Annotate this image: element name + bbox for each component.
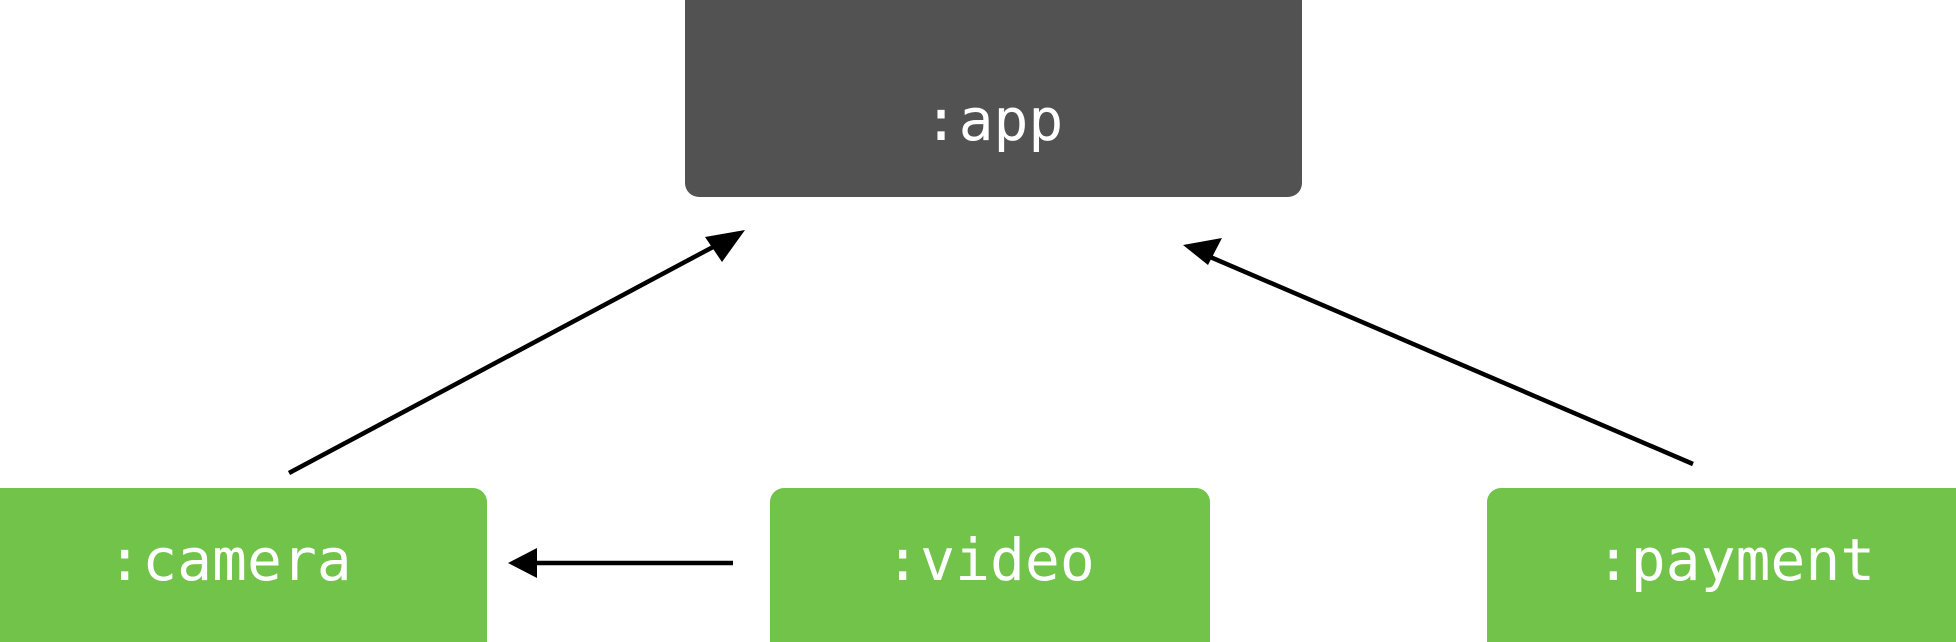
module-node-app-label: :app: [923, 86, 1064, 154]
module-node-payment[interactable]: :payment: [1487, 488, 1956, 642]
edge-video-to-camera-arrowhead: [508, 548, 537, 578]
edge-camera-to-app-line: [287, 237, 730, 475]
module-node-camera[interactable]: :camera: [0, 488, 487, 642]
edge-payment-to-app-line: [1200, 250, 1694, 467]
edge-video-to-camera: [508, 548, 733, 578]
module-node-camera-label: :camera: [107, 526, 352, 594]
edge-camera-to-app: [287, 230, 745, 475]
edge-payment-to-app-arrowhead: [1183, 238, 1222, 265]
module-node-video-label: :video: [885, 526, 1095, 594]
module-node-payment-label: :payment: [1595, 526, 1876, 594]
edge-camera-to-app-arrowhead: [705, 230, 745, 262]
module-node-video[interactable]: :video: [770, 488, 1210, 642]
module-node-app[interactable]: :app: [685, 0, 1302, 197]
edge-payment-to-app: [1183, 238, 1694, 467]
